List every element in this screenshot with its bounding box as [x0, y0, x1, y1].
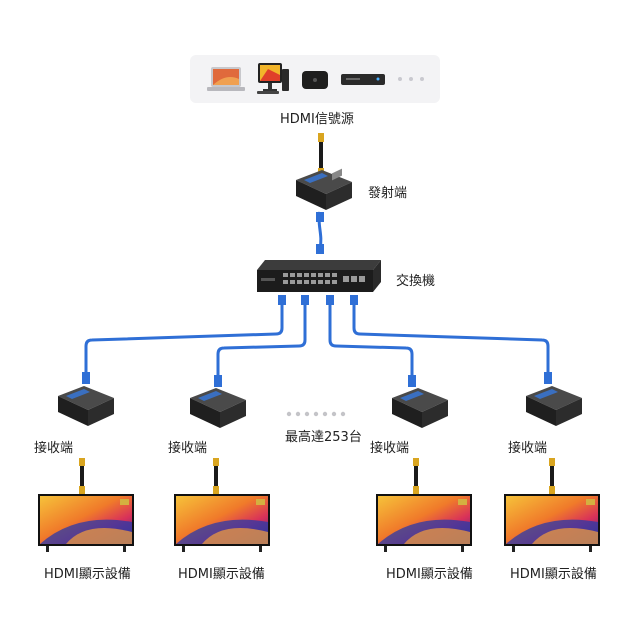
transmitter-device — [296, 168, 352, 210]
switch-label: 交換機 — [396, 274, 436, 289]
receiver-label-3: 接收端 — [370, 441, 410, 456]
rj45-plugs — [82, 295, 552, 387]
display-label-2: HDMI顯示設備 — [178, 567, 265, 582]
source-label: HDMI信號源 — [280, 112, 354, 127]
receiver-device-2 — [190, 388, 246, 428]
display-label-4: HDMI顯示設備 — [510, 567, 597, 582]
receiver-device-4 — [526, 386, 582, 426]
blu-ray-player-icon — [341, 74, 385, 85]
hdmi-display-1 — [38, 494, 134, 552]
receiver-label-1: 接收端 — [34, 441, 74, 456]
more-dots-icon — [398, 77, 432, 83]
network-cable-transmitter — [316, 211, 324, 254]
receiver-device-1 — [58, 386, 114, 426]
display-label-3: HDMI顯示設備 — [386, 567, 473, 582]
hdmi-display-4 — [504, 494, 600, 552]
network-switch-device — [257, 260, 381, 292]
set-top-box-icon — [302, 71, 328, 89]
transmitter-label: 發射端 — [368, 186, 408, 201]
receiver-label-2: 接收端 — [168, 441, 208, 456]
hdmi-cables-displays — [79, 458, 555, 494]
receiver-device-3 — [392, 388, 448, 428]
receiver-label-4: 接收端 — [508, 441, 548, 456]
hdmi-display-3 — [376, 494, 472, 552]
source-devices-panel — [190, 55, 440, 103]
hdmi-display-2 — [174, 494, 270, 552]
max-receivers-note: 最高達253台 — [285, 430, 362, 445]
laptop-icon — [207, 67, 245, 91]
display-label-1: HDMI顯示設備 — [44, 567, 131, 582]
more-receivers-dots — [286, 411, 346, 417]
network-cables-receivers — [84, 298, 550, 387]
desktop-computer-icon — [257, 63, 289, 94]
